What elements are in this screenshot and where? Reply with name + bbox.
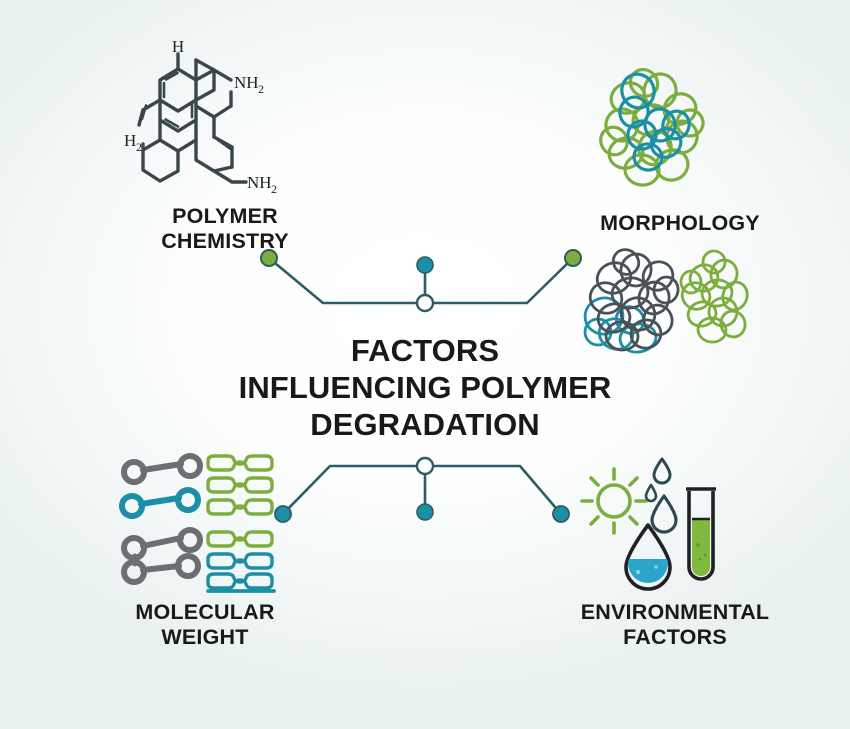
chem-label-nh2-lower: NH [247, 173, 272, 192]
small-droplet-icon [652, 457, 672, 485]
molecular-structure-svg: H NH 2 H 2 NH 2 [124, 37, 277, 196]
dumbbell-gray-1 [121, 453, 203, 485]
bottom-stem-dot[interactable] [416, 503, 434, 521]
top-left-node-dot[interactable] [260, 249, 278, 267]
label-environmental-factors: ENVIRONMENTAL FACTORS [580, 600, 770, 650]
top-stem-dot[interactable] [416, 256, 434, 274]
dumbbell-teal [119, 487, 201, 519]
top-right-node-dot[interactable] [564, 249, 582, 267]
chem-label-nh2-upper-subscript: 2 [258, 82, 264, 96]
polymer-chains-svg [119, 453, 276, 593]
bottom-left-node-dot[interactable] [274, 505, 292, 523]
label-morphology: MORPHOLOGY [600, 211, 760, 235]
bottom-connector [274, 456, 570, 523]
chem-label-h2-left-subscript: 2 [136, 140, 142, 154]
top-connector [260, 249, 582, 313]
dumbbell-gray-branched [121, 527, 203, 585]
sun-water-testtube-svg [580, 457, 716, 591]
tangled-rings-svg [599, 67, 705, 187]
chain-green-group [206, 454, 274, 548]
label-polymer-chemistry: POLYMER CHEMISTRY [161, 204, 289, 254]
page-title: FACTORS INFLUENCING POLYMER DEGRADATION [238, 333, 612, 442]
chem-label-nh2-lower-subscript: 2 [271, 182, 277, 196]
medium-droplet-icon [650, 494, 678, 534]
bottom-junction-hollow-dot[interactable] [415, 456, 435, 476]
morphology-clusters-svg [583, 248, 749, 354]
sun-icon [580, 467, 648, 535]
chem-label-h-top: H [172, 37, 184, 56]
bottom-right-node-dot[interactable] [552, 505, 570, 523]
chain-teal-group [206, 552, 276, 593]
label-molecular-weight: MOLECULAR WEIGHT [135, 600, 275, 650]
chem-label-nh2-upper: NH [234, 73, 259, 92]
chem-label-h2-left: H [124, 131, 136, 150]
test-tube-icon [686, 487, 716, 581]
top-junction-hollow-dot[interactable] [415, 293, 435, 313]
water-droplet-filled-icon [624, 523, 672, 591]
tiny-droplet-icon [644, 483, 658, 503]
